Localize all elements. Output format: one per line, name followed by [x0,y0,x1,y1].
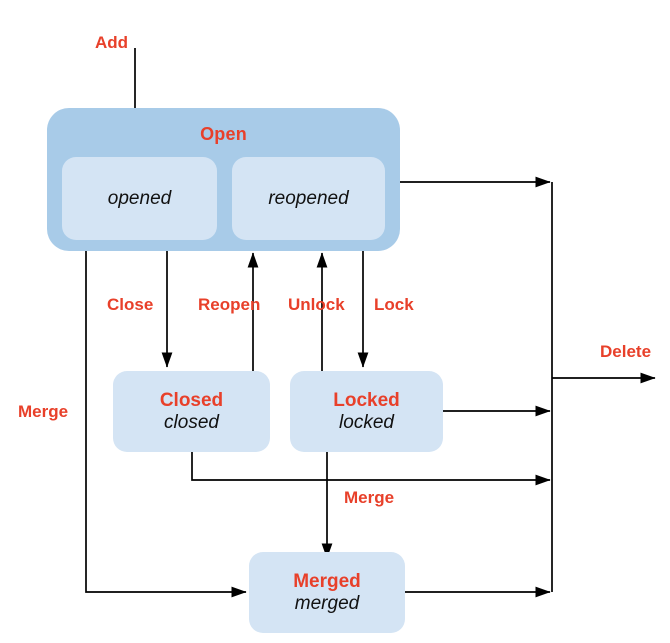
state-locked[interactable]: Locked locked [290,371,443,452]
state-merged[interactable]: Merged merged [249,552,405,633]
state-merged-subtitle: merged [294,592,360,614]
state-closed-title: Closed [159,390,224,412]
edge-label-reopen: Reopen [198,295,261,314]
state-closed[interactable]: Closed closed [113,371,270,452]
edge-label-delete: Delete [600,342,652,361]
substate-reopened-label: reopened [268,187,349,209]
edge-label-lock: Lock [374,295,414,314]
edge-merge-mid [191,452,551,486]
substate-opened-label: opened [107,187,172,209]
edge-label-close: Close [107,295,154,314]
edge-label-unlock: Unlock [288,295,345,314]
state-closed-subtitle: closed [164,411,219,433]
composite-state-open-title: Open [200,124,247,144]
edge-label-merge-mid: Merge [344,488,395,507]
substate-opened[interactable]: opened [62,157,217,240]
state-merged-title: Merged [293,571,361,593]
substate-reopened[interactable]: reopened [232,157,385,240]
state-locked-title: Locked [333,390,400,412]
edge-label-merge-open: Merge [18,402,69,421]
state-locked-subtitle: locked [339,411,394,433]
edge-label-add: Add [95,33,129,52]
